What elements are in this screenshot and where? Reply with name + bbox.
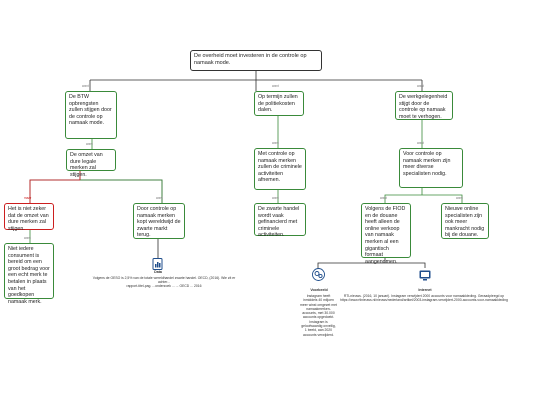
internet-icon[interactable] [419,268,431,281]
data-source-text: Volgens de OESO is 2,5% van de totale we… [92,276,236,285]
root-connector [89,71,423,91]
special-relation-label: want [417,141,424,145]
oecd-relation-label: want [156,196,163,200]
node-consument[interactable]: Niet iedere consument is bereid om een g… [4,243,54,305]
omzet-green-connector [80,179,163,203]
fiod-relation-label: want [380,196,387,200]
data-source-ref: rapport-titel-pag. ...onderzoek ... ... … [126,284,202,288]
node-omzet[interactable]: De omzet van dure legale merken zal stij… [66,149,116,178]
omzet-relation-label: want [86,142,93,146]
consument-relation-label: want [24,236,31,240]
politie-relation-label: want [272,84,279,88]
node-fiod[interactable]: Volgens de FIOD en de douane heeft allee… [361,203,411,265]
voorbeeld-caption: Voorbeeld [310,288,328,292]
node-nieuwe-text: Nieuwe online specialisten zijn ook meer… [445,206,485,239]
internet-caption: Internet [418,288,432,292]
nieuwe-relation-label: want [456,196,463,200]
node-niet-zeker-text: Het is niet zeker dat de omzet van dure … [8,206,49,232]
internet-source-text: RTLnieuws. (2016, 10 januari). Instagram… [340,294,508,303]
controle-relation-label: want [272,141,279,145]
node-oecd[interactable]: Door controle op namaak merken kopt were… [133,203,185,239]
node-zwarte-handel[interactable]: De zwarte handel wordt vaak gefinancierd… [254,203,306,239]
data-caption: Data [154,270,162,274]
node-werkgelegenheid[interactable]: De werkgelegenheid stijgt door de contro… [395,91,453,120]
node-werk-text: De werkgelegenheid stijgt door de contro… [399,94,448,120]
voorbeeld-icon[interactable] [312,268,325,281]
node-special-text: Voor controle op namaak merken zijn meer… [403,151,451,177]
node-fiod-text: Volgens de FIOD en de douane heeft allee… [365,206,406,265]
btw-relation-label: want [82,84,89,88]
omzet-branch-connector [29,171,163,203]
node-politie-text: Op termijn zullen de politiekosten dalen… [258,94,298,114]
data-icon[interactable] [152,257,163,270]
niet-zeker-relation-label: maar [24,196,32,200]
werk-relation-label: want [417,84,424,88]
omzet-red-connector [29,171,81,203]
node-niet-zeker[interactable]: Het is niet zeker dat de omzet van dure … [4,203,54,232]
node-oecd-text: Door controle op namaak merken kopt were… [137,206,181,239]
root-text: De overheid moet investeren in de contro… [194,53,307,66]
node-nieuwe[interactable]: Nieuwe online specialisten zijn ook meer… [441,203,489,239]
voorbeeld-source-text: Instagram heeft inmiddels 40 miljoen mee… [300,294,337,337]
fiod-icons-connector [317,258,426,268]
node-consument-text: Niet iedere consument is bereid om een g… [8,246,50,305]
node-politie[interactable]: Op termijn zullen de politiekosten dalen… [254,91,304,116]
root-node[interactable]: De overheid moet investeren in de contro… [190,50,322,71]
node-btw[interactable]: De BTW opbrengsten zullen stijgen door d… [65,91,117,139]
node-controle-criminele[interactable]: Met controle op namaak merken zullen de … [254,148,306,190]
zwarte-relation-label: want [272,196,279,200]
node-controle-text: Met controle op namaak merken zullen de … [258,151,302,184]
node-omzet-text: De omzet van dure legale merken zal stij… [70,152,103,178]
node-btw-text: De BTW opbrengsten zullen stijgen door d… [69,94,112,127]
node-zwarte-text: De zwarte handel wordt vaak gefinancierd… [258,206,300,239]
node-specialisten[interactable]: Voor controle op namaak merken zijn meer… [399,148,463,188]
special-branch-connector [384,188,463,203]
